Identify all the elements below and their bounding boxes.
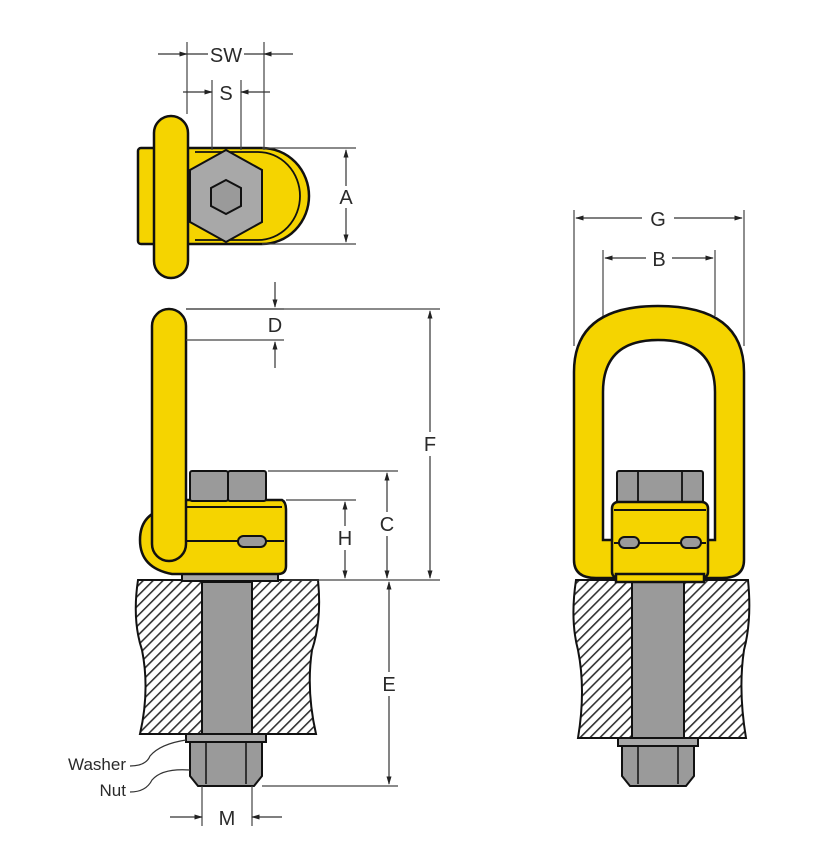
- dim-label-e: E: [382, 674, 395, 696]
- front-view-pin-left: [618, 536, 640, 549]
- side-view-pin: [237, 535, 267, 548]
- dim-label-g: G: [650, 209, 666, 231]
- side-view-nut: [189, 741, 263, 787]
- callout-nut: Nut: [100, 781, 127, 800]
- dim-label-s: S: [219, 83, 232, 105]
- dim-label-a: A: [339, 187, 353, 209]
- callout-nut-leader: [129, 769, 191, 793]
- dim-label-h: H: [338, 528, 352, 550]
- top-view: SW S A: [136, 42, 356, 280]
- front-view-bolt-shank: [631, 581, 685, 739]
- front-view-bolt-head: [616, 470, 704, 504]
- dim-label-c: C: [380, 514, 394, 536]
- dim-label-m: M: [219, 808, 236, 830]
- front-view-washer: [617, 737, 699, 747]
- callout-washer: Washer: [68, 755, 126, 774]
- dim-label-f: F: [424, 434, 436, 456]
- top-view-ring: [152, 114, 190, 280]
- callout-washer-leader: [129, 739, 187, 767]
- dim-label-b: B: [652, 249, 665, 271]
- side-view-bolt-head-right: [227, 470, 267, 502]
- hex-socket-icon: [210, 178, 242, 216]
- side-view-bolt-head-left: [189, 470, 229, 502]
- front-view: G B: [572, 209, 751, 787]
- dim-label-sw: SW: [210, 45, 242, 67]
- side-view-bolt-shank: [201, 581, 253, 735]
- front-view-base-ring: [614, 572, 706, 584]
- side-view: D F C H E M Washer Nut: [68, 282, 440, 830]
- dim-label-d: D: [268, 315, 282, 337]
- front-view-pin-right: [680, 536, 702, 549]
- side-view-washer: [185, 733, 267, 743]
- side-view-ring: [150, 307, 188, 563]
- front-view-nut: [621, 745, 695, 787]
